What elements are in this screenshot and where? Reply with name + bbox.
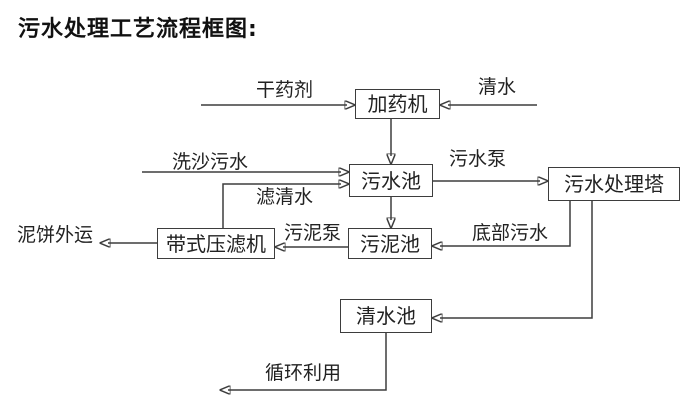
node-dosing-machine-label: 加药机 bbox=[367, 92, 428, 116]
node-treatment-tower-label: 污水处理塔 bbox=[564, 172, 664, 196]
edge-filtered-water-press-to-sewage-pool bbox=[222, 184, 341, 228]
node-sludge-pool: 污泥池 bbox=[348, 228, 432, 259]
edge-bottom-sewage-tower-to-sludge-pool bbox=[440, 201, 571, 246]
diagram-title: 污水处理工艺流程框图: bbox=[18, 17, 258, 42]
flow-label-mud-cake-transport: 泥饼外运 bbox=[17, 224, 94, 246]
flow-label-bottom-sewage: 底部污水 bbox=[472, 222, 549, 244]
flow-label-sludge-pump: 污泥泵 bbox=[284, 222, 342, 244]
node-dosing-machine: 加药机 bbox=[355, 89, 440, 119]
node-clean-water-pool-label: 清水池 bbox=[356, 304, 416, 328]
node-belt-filter-press: 带式压滤机 bbox=[157, 228, 275, 259]
node-sludge-pool-label: 污泥池 bbox=[360, 231, 420, 256]
node-sewage-pool: 污水池 bbox=[349, 164, 433, 197]
flow-label-dry-agent: 干药剂 bbox=[256, 79, 314, 101]
edge-treatment-tower-to-clean-water-pool bbox=[440, 201, 593, 318]
node-sewage-pool-label: 污水池 bbox=[361, 168, 421, 193]
flow-label-sewage-pump: 污水泵 bbox=[449, 148, 507, 170]
flow-label-clean-water: 清水 bbox=[478, 76, 517, 98]
flow-label-filtered-water: 滤清水 bbox=[256, 186, 314, 208]
flow-label-recycled-use: 循环利用 bbox=[265, 362, 342, 384]
edge-clean-water-pool-to-recycle bbox=[228, 333, 387, 390]
flow-label-sand-washing-sewage: 洗沙污水 bbox=[172, 151, 249, 173]
node-clean-water-pool: 清水池 bbox=[340, 299, 432, 333]
node-treatment-tower: 污水处理塔 bbox=[548, 167, 680, 201]
node-belt-filter-press-label: 带式压滤机 bbox=[166, 231, 266, 256]
